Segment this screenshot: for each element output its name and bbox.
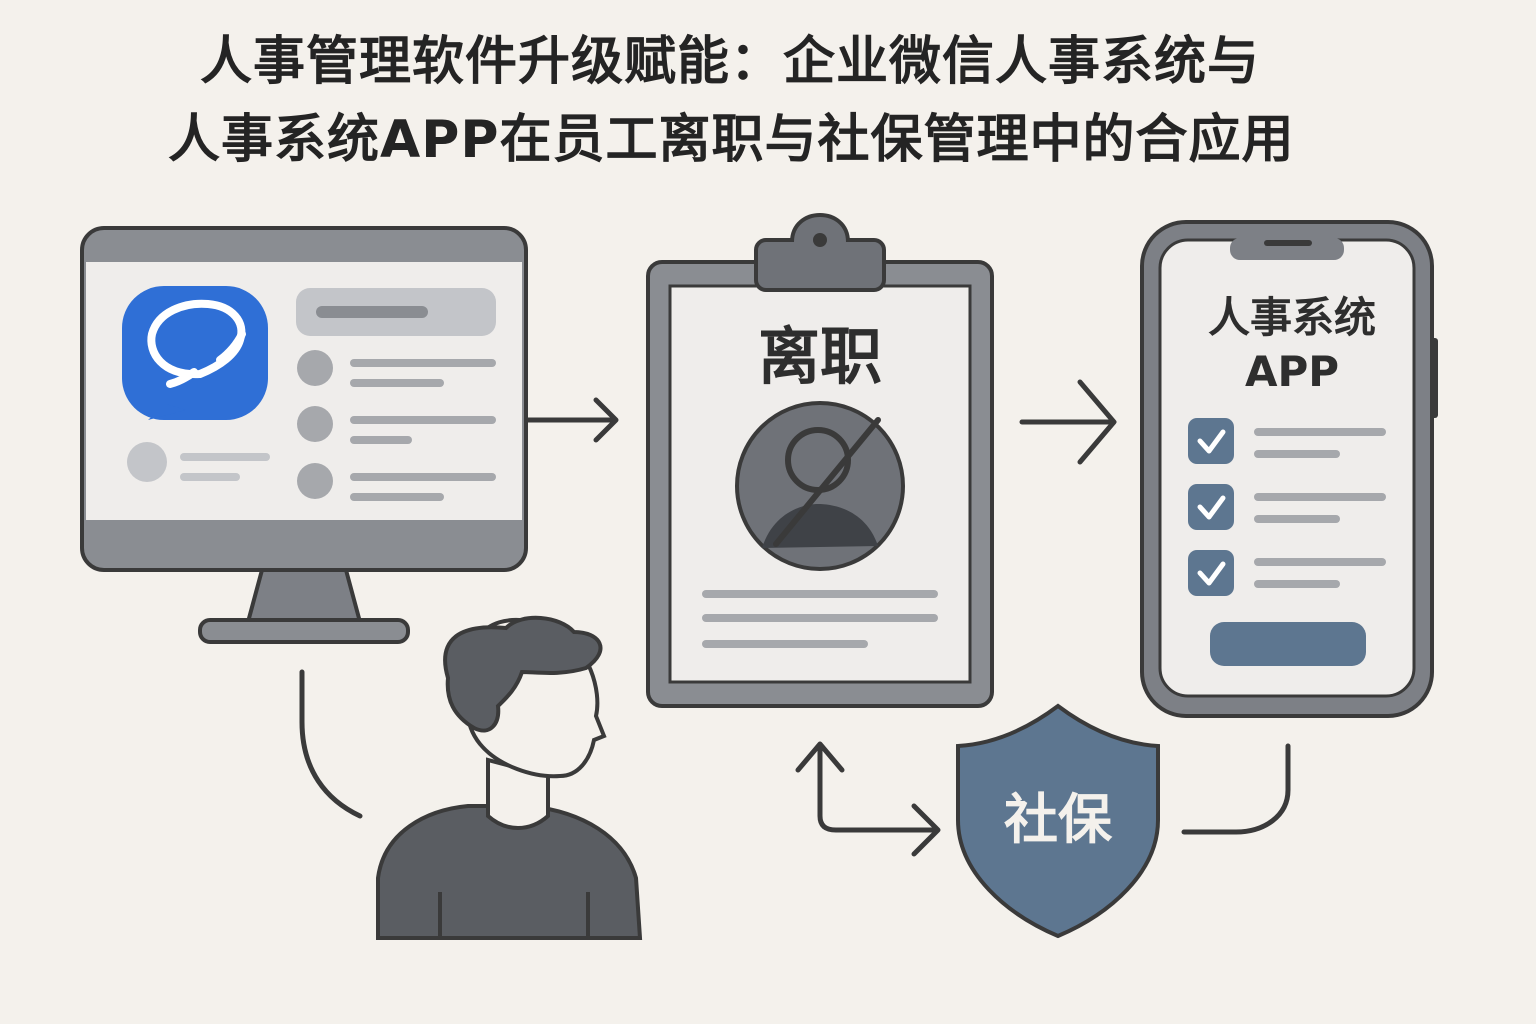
employee-person-icon <box>376 615 643 940</box>
arrow-monitor-to-clipboard <box>525 397 619 443</box>
phone-list-line <box>1254 493 1386 501</box>
shield-icon <box>956 703 1160 939</box>
clipboard-text-lines <box>702 590 938 648</box>
connector-monitor-to-employee <box>299 669 363 819</box>
clipboard-heading: 离职 <box>758 320 882 393</box>
checkbox-checked-icon[interactable] <box>1188 418 1234 464</box>
phone-title-line-2: APP <box>1245 347 1339 396</box>
monitor-screen-list <box>127 288 496 501</box>
arrow-clipboard-shield <box>795 741 941 857</box>
title-line-2: 人事系统APP在员工离职与社保管理中的合应用 <box>168 110 1295 170</box>
checkbox-checked-icon[interactable] <box>1188 550 1234 596</box>
shield-label: 社保 <box>1004 788 1113 851</box>
checkbox-checked-icon[interactable] <box>1188 484 1234 530</box>
phone-list-line <box>1254 515 1340 523</box>
phone-list-line <box>1254 558 1386 566</box>
arrow-clipboard-to-phone <box>1019 379 1117 465</box>
phone-list-line <box>1254 428 1386 436</box>
connector-phone-to-shield <box>1181 743 1291 835</box>
phone-action-button[interactable] <box>1210 622 1366 666</box>
phone-list-line <box>1254 450 1340 458</box>
phone-title-line-1: 人事系统 <box>1208 293 1376 342</box>
phone-list-line <box>1254 580 1340 588</box>
title-line-1: 人事管理软件升级赋能：企业微信人事系统与 <box>200 32 1261 92</box>
person-crossed-out-icon <box>735 401 905 571</box>
wecom-chat-icon <box>122 286 268 420</box>
